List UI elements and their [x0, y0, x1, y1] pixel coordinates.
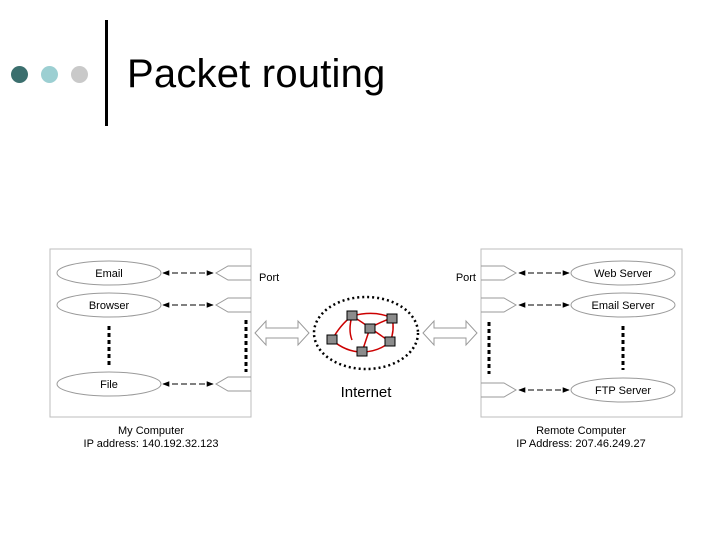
app-email-label: Email: [95, 268, 123, 280]
decorative-dots: [11, 66, 95, 84]
my-computer-caption: My Computer: [118, 425, 184, 437]
my-computer-ip: IP address: 140.192.32.123: [84, 438, 219, 450]
right-port-label: Port: [456, 272, 476, 284]
server-ftp: FTP Server: [570, 377, 676, 403]
router-node-6: [384, 336, 396, 347]
left-port-1: [215, 265, 251, 281]
server-email: Email Server: [570, 292, 676, 318]
router-node-1: [346, 310, 358, 321]
router-node-4: [326, 334, 338, 345]
app-browser: Browser: [56, 292, 162, 318]
app-email: Email: [56, 260, 162, 286]
server-web-label: Web Server: [594, 268, 652, 280]
right-internet-connection-arrow: [422, 319, 478, 347]
router-nodes: [326, 310, 398, 357]
internet-cloud: [312, 295, 420, 371]
right-ports: [481, 265, 517, 398]
slide-title: Packet routing: [127, 52, 386, 96]
gray-dot: [71, 66, 88, 83]
app-browser-label: Browser: [89, 300, 130, 312]
left-port-2: [215, 297, 251, 313]
right-port-2: [481, 297, 517, 313]
app-file: File: [56, 371, 162, 397]
left-port-3: [215, 376, 251, 392]
internet-label: Internet: [341, 384, 393, 401]
left-port-label: Port: [259, 272, 279, 284]
left-ports: [215, 265, 251, 392]
router-node-5: [356, 346, 368, 357]
server-ftp-label: FTP Server: [595, 385, 651, 397]
teal-dot: [11, 66, 28, 83]
router-node-2: [364, 323, 376, 334]
router-node-3: [386, 313, 398, 324]
right-port-1: [481, 265, 517, 281]
light-teal-dot: [41, 66, 58, 83]
server-web: Web Server: [570, 260, 676, 286]
remote-computer-ip: IP Address: 207.46.249.27: [516, 438, 645, 450]
server-email-label: Email Server: [592, 300, 655, 312]
remote-computer-caption: Remote Computer: [536, 425, 626, 437]
title-divider: [105, 20, 108, 126]
app-file-label: File: [100, 379, 118, 391]
left-internet-connection-arrow: [254, 319, 310, 347]
right-port-3: [481, 382, 517, 398]
